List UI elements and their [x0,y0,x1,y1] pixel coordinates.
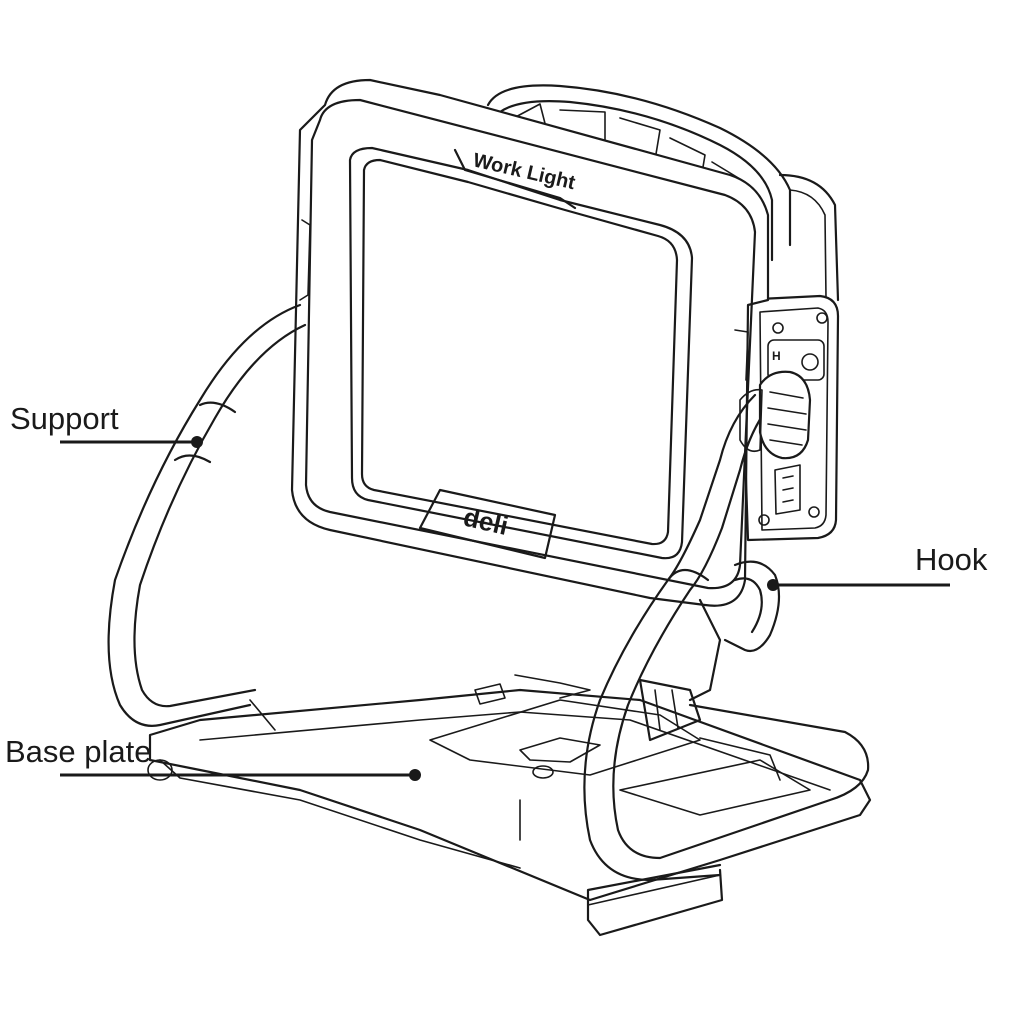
hook [638,560,781,742]
callout-base-plate [60,769,421,781]
support-arm-right [583,393,870,937]
lamp-head: Work Light deli [290,78,770,607]
sun-icon [801,353,819,371]
label-hook: Hook [915,542,988,577]
support-arm-left [107,303,307,731]
callout-support [60,436,203,448]
battery-h-icon: H [772,349,781,363]
label-base-plate: Base plate [5,734,152,769]
rear-handle [486,84,840,302]
tilt-knob[interactable] [739,370,812,460]
label-support: Support [10,401,119,436]
callout-hook [767,579,950,591]
